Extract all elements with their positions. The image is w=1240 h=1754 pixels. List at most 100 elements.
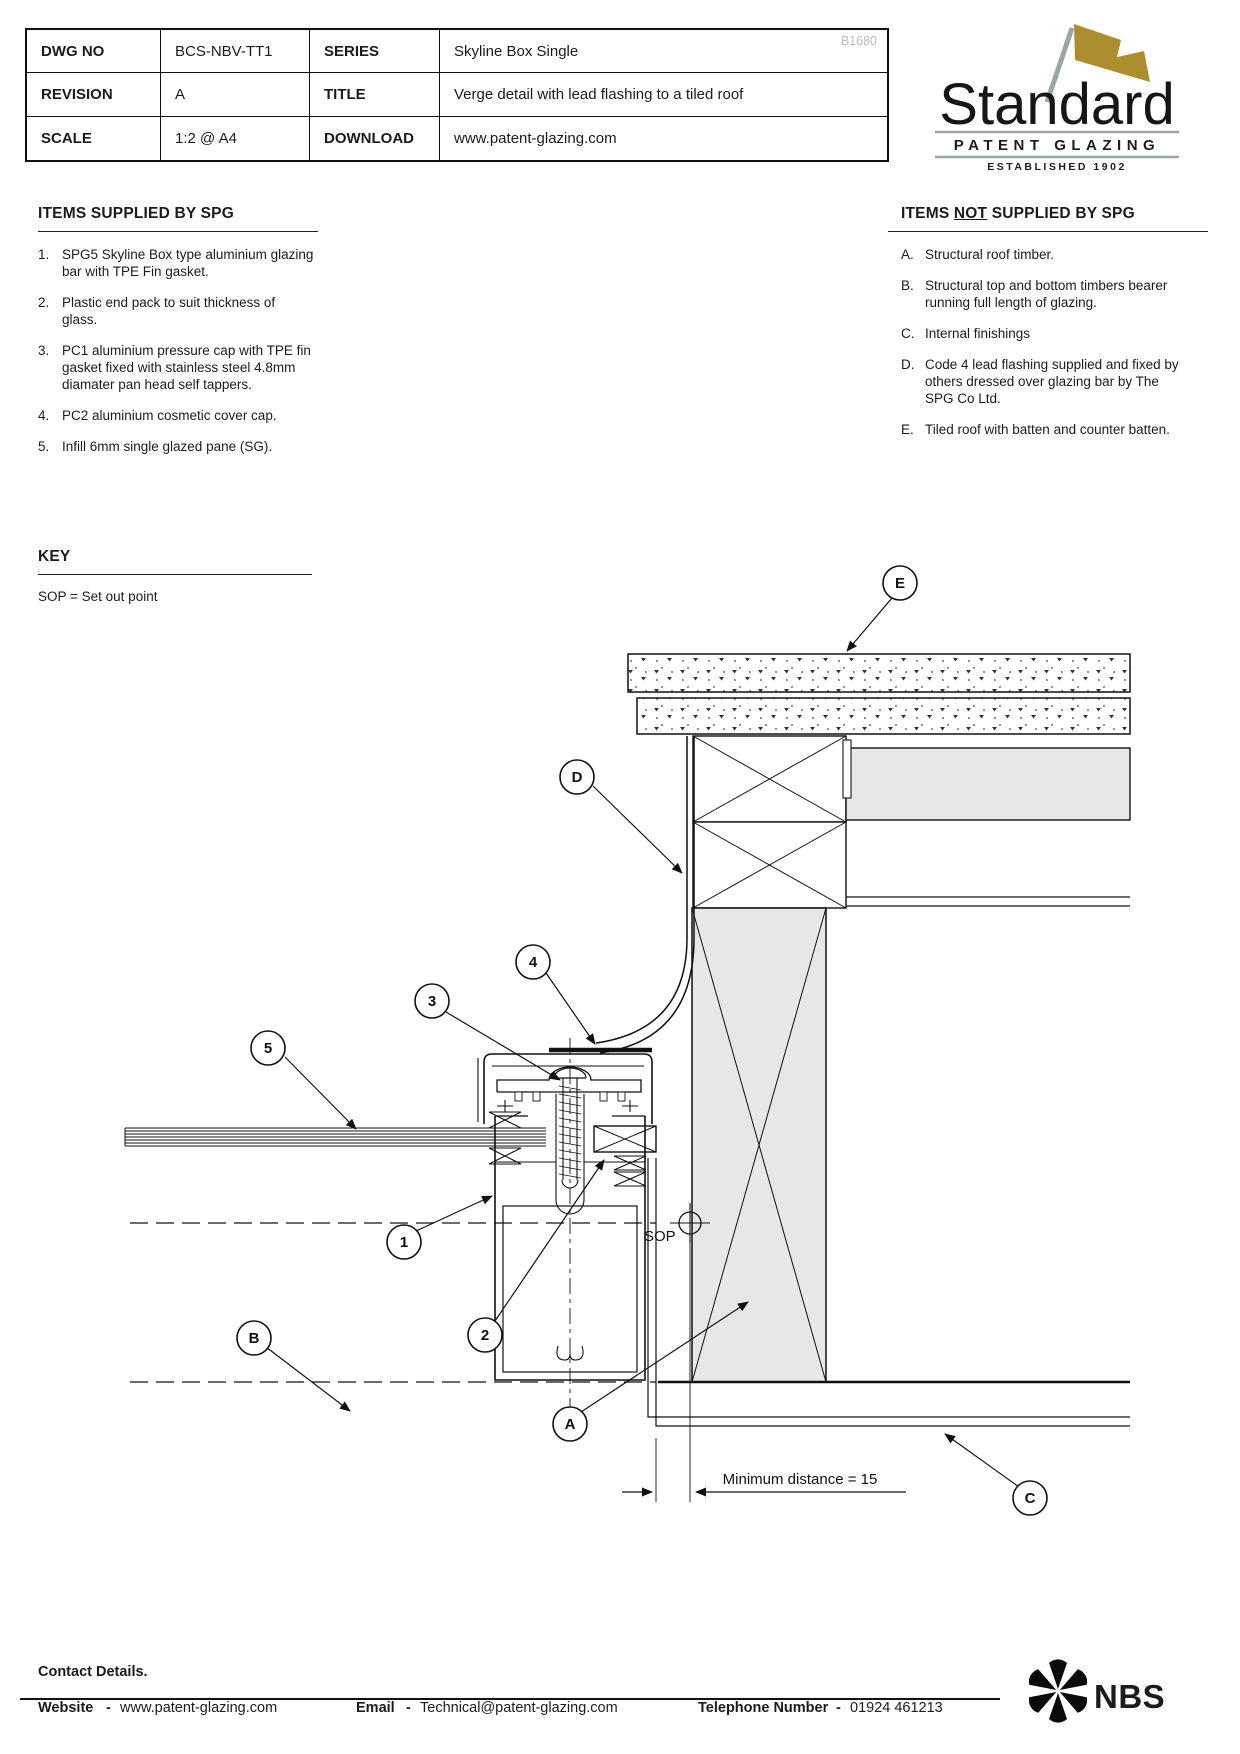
callout-D: D	[572, 769, 583, 786]
screw-channel	[555, 1094, 585, 1215]
items-supplied-list: ITEMS SUPPLIED BY SPG 1. SPG5 Skyline Bo…	[38, 205, 318, 469]
nbs-wordmark: NBS	[1094, 1678, 1166, 1715]
list-item: A. Structural roof timber.	[901, 246, 1208, 263]
callout-A: A	[565, 1416, 576, 1433]
ceiling-lines-upper	[846, 896, 1130, 907]
item-text: SPG5 Skyline Box type aluminium glazing …	[62, 247, 314, 279]
list-item: E. Tiled roof with batten and counter ba…	[901, 421, 1208, 438]
contact-row: Website - www.patent-glazing.com Email -…	[38, 1700, 1018, 1722]
website-value[interactable]: www.patent-glazing.com	[120, 1700, 278, 1716]
lead-flashing	[549, 736, 695, 1054]
items-not-supplied-heading: ITEMS NOT SUPPLIED BY SPG	[901, 205, 1208, 222]
email-value[interactable]: Technical@patent-glazing.com	[420, 1700, 618, 1716]
flag-icon	[1074, 24, 1150, 82]
heading-part: ITEMS	[901, 205, 954, 222]
title-block-table: DWG NO BCS-NBV-TT1 SERIES Skyline Box Si…	[25, 28, 889, 162]
series-value: Skyline Box Single B1680	[440, 30, 887, 74]
item-text: PC1 aluminium pressure cap with TPE fin …	[62, 343, 311, 392]
key-rule	[38, 574, 312, 575]
dwg-no-value: BCS-NBV-TT1	[161, 30, 310, 74]
email-label: Email	[356, 1700, 395, 1716]
download-label: DOWNLOAD	[310, 116, 440, 160]
items-not-supplied-rule	[888, 231, 1208, 232]
bearer-timber	[845, 747, 1131, 821]
item-number: 2.	[38, 295, 50, 310]
leader-lines	[265, 597, 1020, 1488]
internal-finishings	[647, 1158, 1130, 1427]
dwg-no-label: DWG NO	[27, 30, 161, 74]
contact-details-heading: Contact Details.	[38, 1664, 148, 1680]
list-item: B. Structural top and bottom timbers bea…	[901, 277, 1208, 311]
download-value[interactable]: www.patent-glazing.com	[440, 116, 887, 160]
series-label: SERIES	[310, 30, 440, 74]
revision-label: REVISION	[27, 73, 161, 117]
items-supplied-rule	[38, 231, 318, 232]
key-section: KEY SOP = Set out point	[38, 548, 312, 605]
heading-not: NOT	[953, 205, 988, 222]
email-sep: -	[406, 1700, 411, 1716]
callout-3: 3	[428, 993, 436, 1010]
tiled-roof	[627, 653, 1131, 735]
website-sep: -	[106, 1700, 111, 1716]
phone-label: Telephone Number	[698, 1700, 829, 1716]
heading-part: SUPPLIED BY SPG	[987, 205, 1135, 222]
logo-name: Standard	[939, 72, 1174, 137]
item-number: 1.	[38, 247, 50, 262]
phone-sep: -	[836, 1700, 841, 1716]
key-entry: SOP = Set out point	[38, 589, 158, 604]
callout-5: 5	[264, 1040, 272, 1057]
callout-E: E	[895, 575, 905, 592]
item-number: 5.	[38, 439, 50, 454]
item-text: Structural top and bottom timbers bearer…	[925, 278, 1168, 310]
list-item: D. Code 4 lead flashing supplied and fix…	[901, 356, 1208, 407]
logo-tagline: PATENT GLAZING	[954, 137, 1160, 154]
callout-C: C	[1025, 1490, 1036, 1507]
cover-cap	[483, 1053, 653, 1124]
glazing-bar-assembly	[477, 1038, 657, 1410]
callout-1: 1	[400, 1234, 408, 1251]
dimension-min-distance	[622, 1438, 906, 1502]
lead-tab	[842, 739, 852, 799]
spg-logo: Standard PATENT GLAZING ESTABLISHED 1902	[935, 24, 1179, 170]
sop-label: SOP	[644, 1228, 676, 1245]
callout-2: 2	[481, 1327, 489, 1344]
scale-label: SCALE	[27, 116, 161, 160]
phone-value: 01924 461213	[850, 1700, 943, 1716]
list-item: 5. Infill 6mm single glazed pane (SG).	[38, 438, 318, 455]
sheet-watermark: B1680	[840, 34, 877, 48]
scale-value: 1:2 @ A4	[161, 116, 310, 160]
item-text: Infill 6mm single glazed pane (SG).	[62, 439, 273, 454]
items-not-supplied-list: ITEMS NOT SUPPLIED BY SPG A. Structural …	[888, 205, 1208, 452]
item-text: Code 4 lead flashing supplied and fixed …	[925, 357, 1179, 406]
item-letter: D.	[901, 357, 915, 372]
dashed-datum-lines	[130, 1222, 656, 1383]
item-number: 3.	[38, 343, 50, 358]
callout-balloons: 5 3 4 1 2 D E B A C	[236, 565, 1048, 1516]
item-text: PC2 aluminium cosmetic cover cap.	[62, 408, 277, 423]
item-letter: C.	[901, 326, 915, 341]
item-letter: A.	[901, 247, 914, 262]
roof-timber-battens	[692, 735, 847, 909]
sop-marker	[670, 1203, 710, 1502]
series-text: Skyline Box Single	[454, 42, 579, 60]
structural-stud	[691, 907, 827, 1383]
list-item: 1. SPG5 Skyline Box type aluminium glazi…	[38, 246, 318, 280]
flag-pole	[1044, 27, 1075, 103]
item-letter: E.	[901, 422, 914, 437]
item-text: Tiled roof with batten and counter batte…	[925, 422, 1170, 437]
item-text: Internal finishings	[925, 326, 1031, 341]
items-supplied-heading: ITEMS SUPPLIED BY SPG	[38, 205, 234, 222]
list-item: 2. Plastic end pack to suit thickness of…	[38, 294, 318, 328]
glass-pane	[124, 1127, 546, 1147]
nbs-icon	[1028, 1659, 1088, 1723]
logo-established: ESTABLISHED 1902	[987, 161, 1127, 170]
plastic-end-pack	[593, 1125, 657, 1153]
footer-rule	[20, 1698, 1000, 1700]
list-item: C. Internal finishings	[901, 325, 1208, 342]
item-number: 4.	[38, 408, 50, 423]
key-heading: KEY	[38, 548, 71, 565]
item-text: Structural roof timber.	[925, 247, 1055, 262]
title-label: TITLE	[310, 73, 440, 117]
callout-4: 4	[529, 954, 538, 971]
